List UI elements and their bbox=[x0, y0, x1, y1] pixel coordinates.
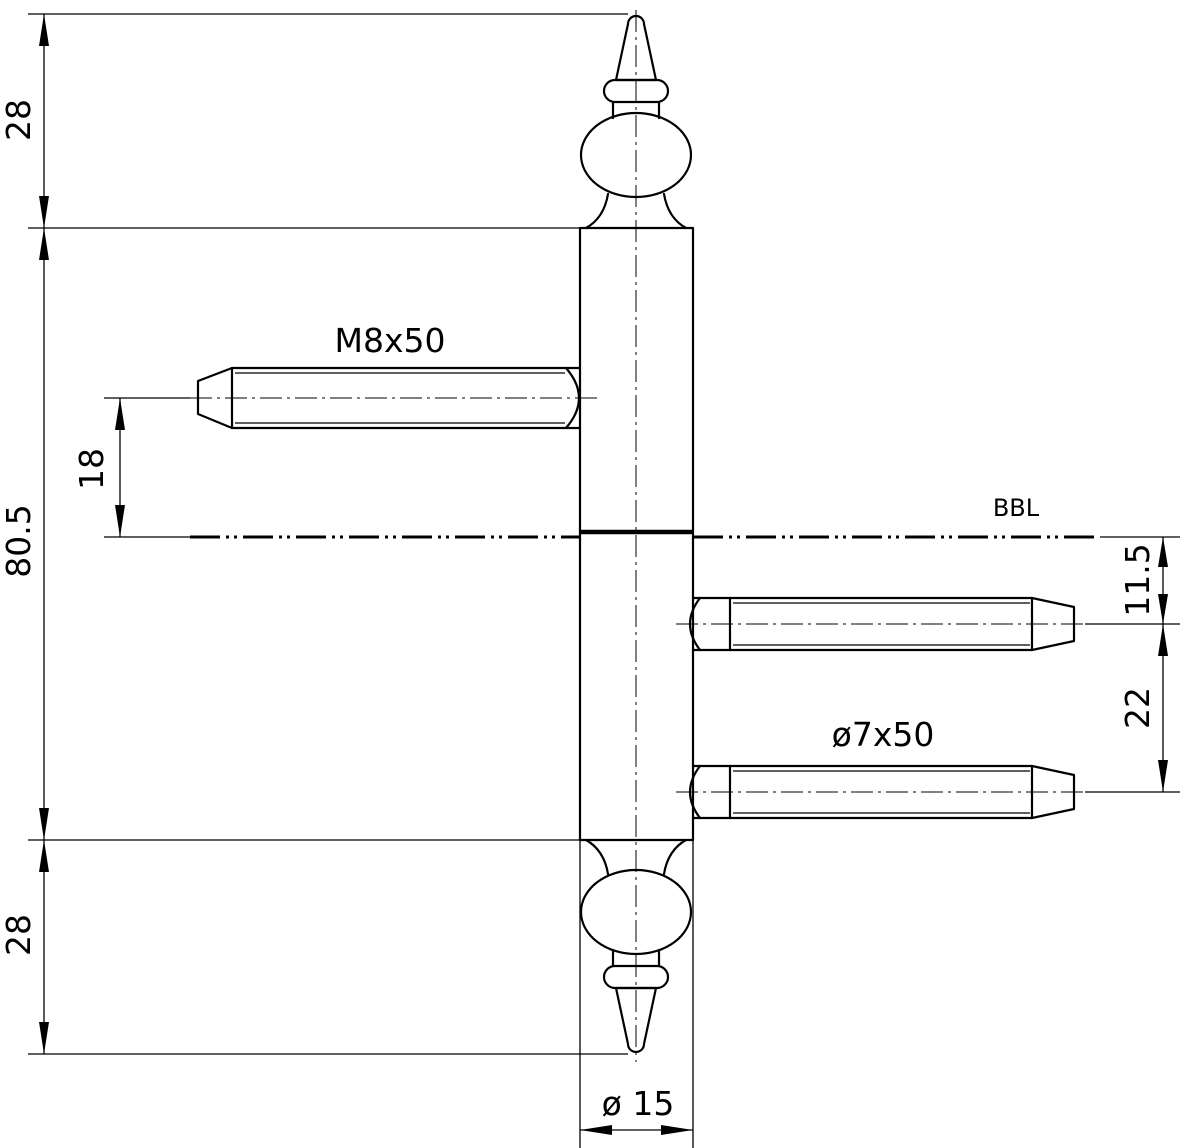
dim-lower-pin-offset: 11.5 bbox=[1118, 537, 1168, 624]
dim-pin-offset-label: 18 bbox=[72, 448, 111, 490]
lower-pin-2 bbox=[676, 764, 1085, 820]
dim-pin-spacing-label: 22 bbox=[1118, 687, 1157, 729]
dim-total-height-label: 80.5 bbox=[0, 504, 38, 577]
dim-top-cap-label: 28 bbox=[0, 99, 38, 141]
dim-diameter: ø 15 bbox=[580, 1084, 693, 1135]
bbl-label: BBL bbox=[993, 494, 1040, 522]
lower-pin-1 bbox=[676, 596, 1085, 652]
extension-lines bbox=[28, 13, 1180, 1148]
dim-bottom-cap-label: 28 bbox=[0, 914, 38, 956]
top-pin bbox=[190, 366, 598, 430]
dim-pin-offset: 18 bbox=[72, 398, 125, 537]
dim-bottom-cap: 28 bbox=[0, 840, 49, 1054]
dim-total-height: 80.5 bbox=[0, 228, 49, 840]
lower-pin-spec-label: ø7x50 bbox=[832, 715, 935, 754]
dim-diameter-label: ø 15 bbox=[602, 1084, 675, 1123]
dim-top-cap: 28 bbox=[0, 14, 49, 228]
dim-pin-spacing: 22 bbox=[1118, 624, 1168, 792]
top-pin-spec-label: M8x50 bbox=[335, 321, 446, 360]
dim-lower-pin-offset-label: 11.5 bbox=[1118, 543, 1157, 616]
